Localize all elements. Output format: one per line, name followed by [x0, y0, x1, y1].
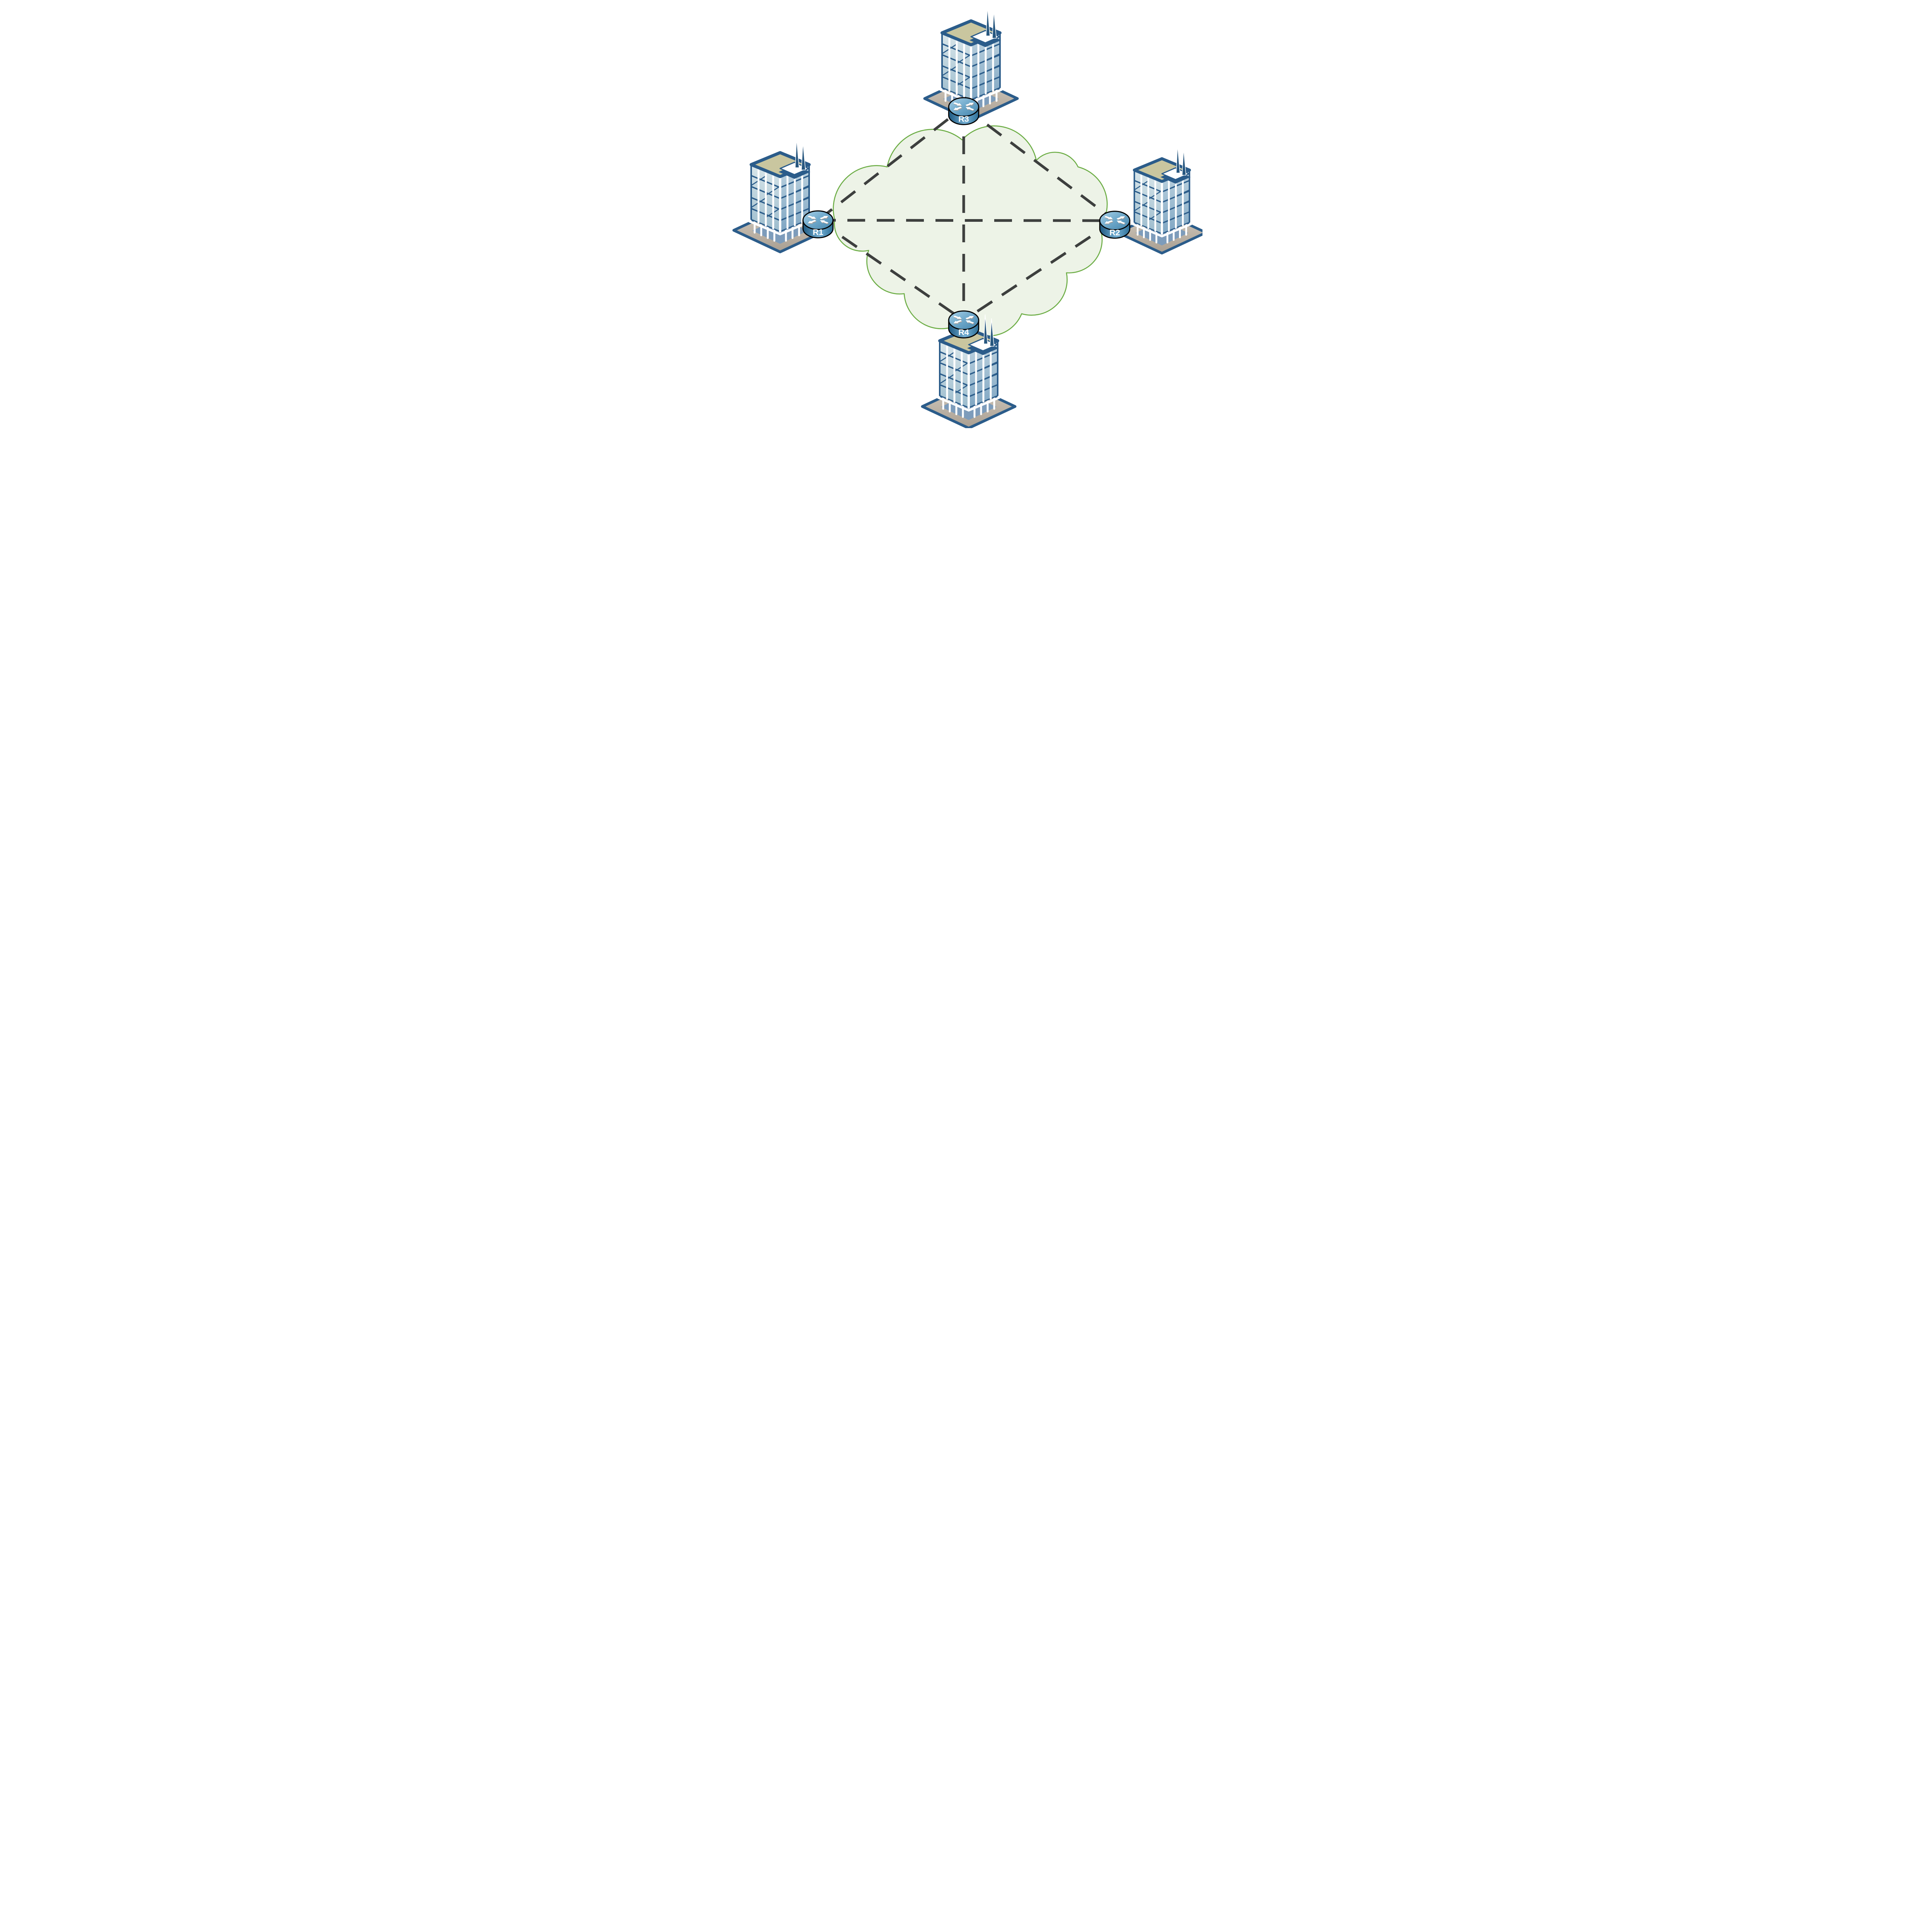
link-R3-R2: [963, 106, 1116, 222]
link-R1-R2: [818, 219, 1115, 222]
wan-cloud: [833, 125, 1108, 337]
routers-layer: R3 R1 R2 R4: [803, 98, 1130, 338]
router-label: R4: [958, 327, 969, 337]
link-R1-R3: [817, 106, 965, 221]
router-R4[interactable]: R4: [949, 311, 979, 338]
router-label: R2: [1109, 228, 1120, 237]
router-R2[interactable]: R2: [1100, 211, 1130, 238]
link-R2-R4: [963, 219, 1116, 321]
router-label: R1: [813, 227, 823, 237]
links-layer: [817, 106, 1116, 321]
link-R1-R4: [817, 219, 964, 321]
network-topology-canvas: R3 R1 R2 R4: [730, 0, 1202, 428]
office-building-right: [1118, 145, 1202, 253]
router-R1[interactable]: R1: [803, 211, 833, 238]
router-label: R3: [958, 114, 969, 124]
router-R3[interactable]: R3: [949, 98, 979, 125]
topology-svg: R3 R1 R2 R4: [730, 0, 1202, 428]
